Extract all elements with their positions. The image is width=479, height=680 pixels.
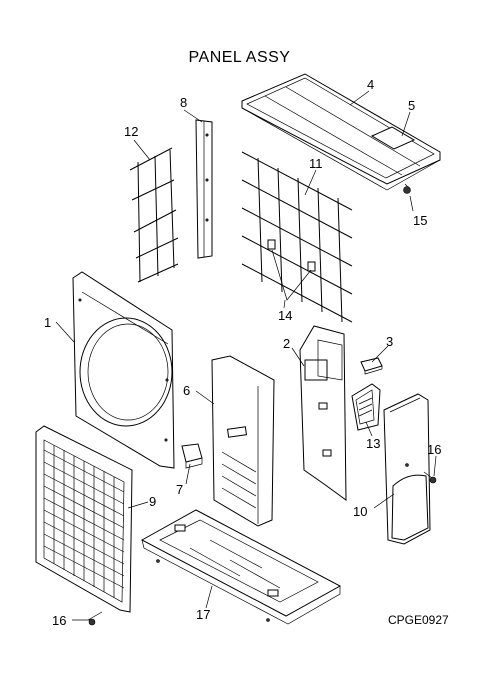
partition-part xyxy=(211,355,275,527)
cover-part xyxy=(360,357,383,375)
part-label-14: 14 xyxy=(278,308,292,323)
part-label-3: 3 xyxy=(386,334,393,349)
part-label-17: 17 xyxy=(196,607,210,622)
part-labels: 4 5 8 12 11 15 14 1 2 3 6 13 16 7 9 10 1… xyxy=(44,77,441,628)
front-panel-part xyxy=(72,271,175,469)
part-label-11: 11 xyxy=(309,156,323,171)
part-label-16-left: 16 xyxy=(52,613,66,628)
pillar-part xyxy=(195,119,213,259)
front-grille-part xyxy=(35,425,133,613)
base-plate-part xyxy=(140,509,342,625)
part-label-13: 13 xyxy=(366,436,380,451)
part-label-4: 4 xyxy=(367,77,374,92)
rear-grille-part xyxy=(241,151,353,323)
part-label-16-right: 16 xyxy=(427,442,441,457)
part-label-15: 15 xyxy=(413,213,427,228)
part-label-9: 9 xyxy=(149,494,156,509)
screw-left-part xyxy=(87,611,103,626)
diagram-title: PANEL ASSY xyxy=(188,49,291,66)
drawing-code: CPGE0927 xyxy=(388,613,449,627)
part-label-5: 5 xyxy=(408,98,415,113)
side-panel-part xyxy=(383,393,431,545)
terminal-cover-part xyxy=(351,383,381,431)
part-label-12: 12 xyxy=(124,124,138,139)
part-label-7: 7 xyxy=(176,482,183,497)
part-label-8: 8 xyxy=(180,95,187,110)
screw-right-part xyxy=(423,471,437,484)
part-label-1: 1 xyxy=(44,315,51,330)
leader-lines xyxy=(55,90,437,621)
electrical-panel-part xyxy=(299,325,347,501)
part-label-10: 10 xyxy=(353,504,367,519)
top-panel-part xyxy=(241,73,441,194)
part-label-2: 2 xyxy=(283,336,290,351)
side-grille-small-part xyxy=(129,147,179,283)
part-label-6: 6 xyxy=(183,383,190,398)
bracket-part xyxy=(181,443,203,469)
